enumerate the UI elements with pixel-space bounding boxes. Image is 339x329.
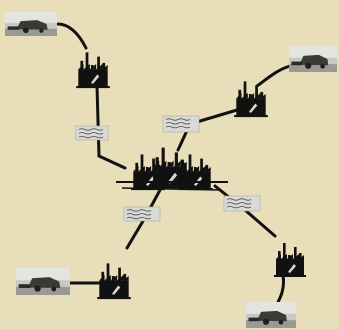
harvester-photo-bottom-left (16, 268, 70, 295)
link-factory-tl-hub (95, 84, 127, 170)
harvester-photos (5, 12, 337, 328)
harvester-icon (16, 20, 48, 30)
factory-top-left (76, 52, 110, 89)
factory-bottom-left (97, 263, 131, 300)
factory-icons (76, 52, 306, 300)
link-tag-upper-right (162, 115, 200, 133)
link-photo-tl-factory-tl (56, 22, 88, 50)
link-tag-lower-right (223, 195, 261, 212)
factory-bottom-right (274, 243, 306, 277)
harvester-icon (299, 54, 329, 66)
link-tag-upper-left (75, 125, 109, 141)
harvester-photo-top-right (289, 46, 337, 72)
link-photo-tr-factory-tr (255, 64, 292, 88)
harvester-icon (257, 310, 287, 322)
link-tag-lower-left (123, 206, 161, 222)
factory-top-right (234, 81, 268, 118)
harvester-photo-bottom-right (246, 302, 296, 328)
harvester-photo-top-left (5, 12, 57, 36)
central-factory-hub (116, 147, 228, 191)
harvester-icon (27, 277, 61, 288)
link-tags (75, 115, 261, 222)
